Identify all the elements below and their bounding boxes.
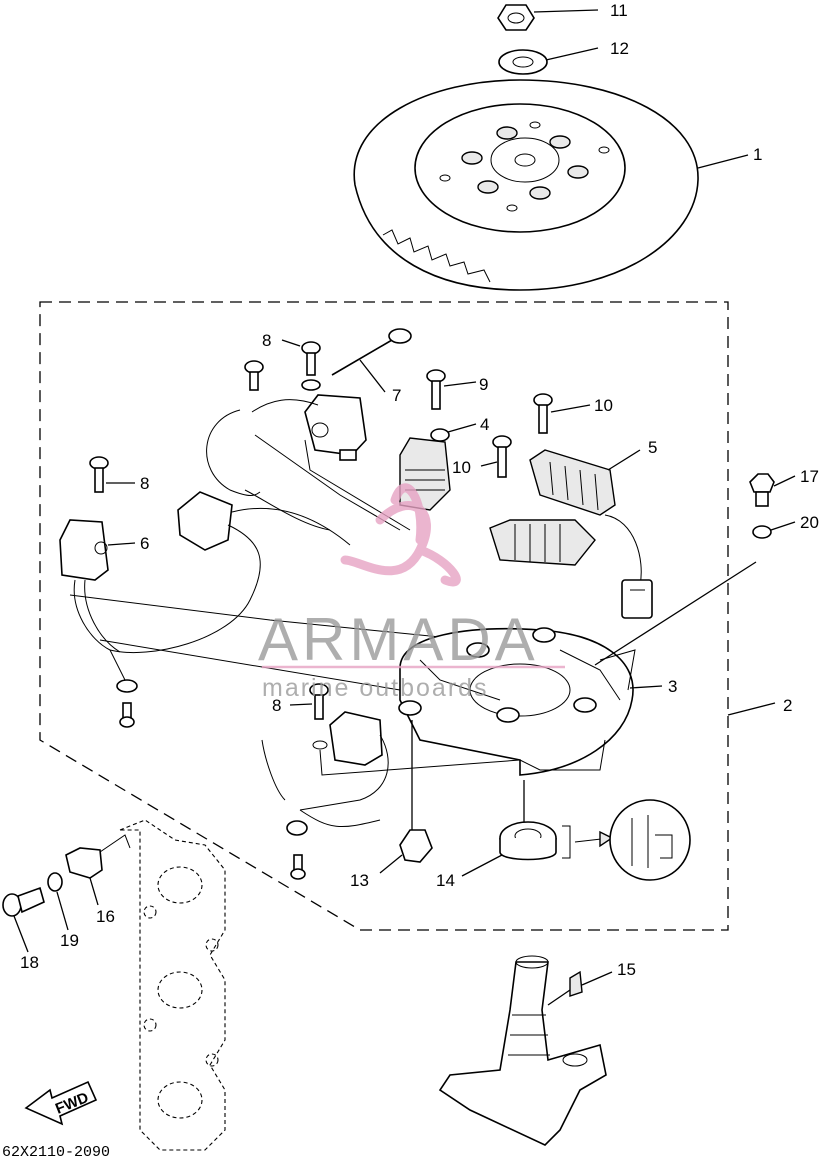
callout-12: 14 [436, 871, 455, 890]
screw-part-bottom [290, 854, 306, 880]
callout-8-top: 8 [262, 331, 271, 350]
screw-part-8-left [89, 456, 135, 493]
bracket-part-16 [65, 834, 131, 906]
washer-part-20 [594, 521, 796, 666]
stator-base-plate-part [398, 627, 663, 776]
assembly-boundary-dashed [39, 301, 729, 931]
wire-clamp-part [379, 720, 433, 874]
pulser-coil-lower-part [261, 711, 521, 836]
watermark-tagline: marine outboards [262, 674, 489, 702]
callout-9: 9 [479, 375, 488, 394]
ground-lead-part [331, 328, 412, 393]
callout-5: 5 [648, 438, 657, 457]
callout-8-lower: 8 [272, 696, 281, 715]
crankshaft-part [438, 955, 613, 1146]
leader-line-2 [727, 702, 776, 716]
callout-19: 17 [800, 467, 819, 486]
watermark-brand: ARMADA [258, 606, 539, 673]
callout-10-right: 10 [594, 396, 613, 415]
bolt-part-19 [749, 473, 796, 507]
flywheel-nut-part [497, 4, 599, 31]
pulser-coil-left-part [59, 519, 471, 693]
flywheel-part [353, 79, 749, 291]
screw-part-bottom-left [119, 702, 135, 728]
callout-10-left: 10 [452, 458, 471, 477]
connector-part [109, 489, 351, 654]
callout-15: 12 [610, 39, 629, 58]
callout-13: 15 [617, 960, 636, 979]
pulser-coil-upper-part [206, 394, 411, 531]
lighting-coil-part [489, 449, 653, 619]
callout-7: 7 [392, 386, 401, 405]
screw-part-top-left [244, 360, 264, 391]
washer-part-18 [47, 872, 69, 931]
callout-8-left: 8 [140, 474, 149, 493]
screw-part-8-top [281, 339, 321, 376]
callout-16: 16 [96, 907, 115, 926]
screw-part-10-left [480, 435, 512, 478]
callout-2: 2 [783, 696, 792, 715]
callout-11: 13 [350, 871, 369, 890]
screw-part-8-lower [289, 683, 329, 720]
callout-4: 4 [480, 415, 489, 434]
callout-18: 19 [60, 931, 79, 950]
callout-3: 3 [668, 677, 677, 696]
callout-20: 20 [800, 513, 819, 532]
washer-part-7 [301, 379, 321, 391]
bolt-part-17 [2, 886, 45, 953]
callout-6: 6 [140, 534, 149, 553]
drawing-code: 62X2110-2090 [2, 1144, 110, 1161]
callout-14: 11 [610, 1, 628, 20]
oil-seal-part [461, 780, 691, 881]
watermark-logo-icon [340, 483, 461, 587]
armada-watermark: ARMADA marine outboards [258, 483, 565, 702]
crankcase-outline [119, 819, 226, 1151]
forward-direction-label: FWD [53, 1089, 91, 1118]
screw-part-10-right [533, 393, 591, 434]
screw-part-9 [426, 369, 477, 410]
callout-17: 18 [20, 953, 39, 972]
callout-1: 1 [753, 145, 762, 164]
forward-direction-arrow: FWD [24, 1080, 98, 1126]
washer-part [498, 47, 599, 75]
